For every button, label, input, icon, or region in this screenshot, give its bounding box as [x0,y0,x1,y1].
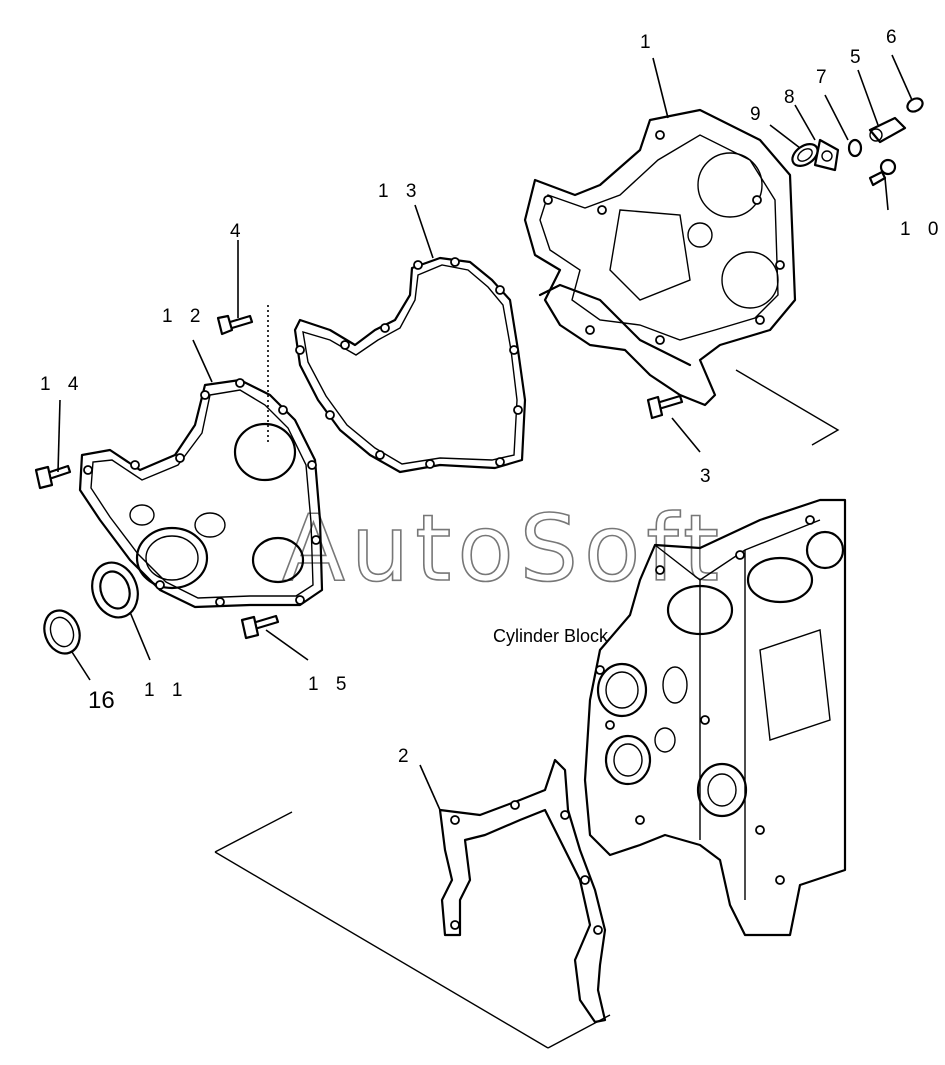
callout-10: 1 0 [900,219,944,240]
cylinder-block [583,498,847,937]
cylinder-block-label: Cylinder Block [493,626,609,646]
leader-lines [57,54,913,811]
front-cover [78,378,324,609]
callout-4: 4 [230,221,247,242]
small-fittings [791,97,924,187]
watermark-text: AutoSoft [282,495,725,602]
gasket-lower [438,758,607,1024]
callout-11: 1 1 [144,680,188,701]
bolts [34,314,684,640]
callout-1: 1 [640,32,657,53]
oil-seals [43,561,139,655]
callout-9: 9 [750,104,767,125]
callout-7: 7 [816,67,833,88]
callout-numbers: 1 2 3 4 5 6 7 8 9 1 0 1 1 1 2 1 3 1 4 1 … [40,27,944,767]
callout-5: 5 [850,47,867,68]
gasket-large [293,256,527,474]
base-plane-lines [214,369,840,1049]
gear-housing [523,108,797,407]
callout-12: 1 2 [162,306,206,327]
callout-2: 2 [398,746,415,767]
callout-13: 1 3 [378,181,422,202]
callout-3: 3 [700,466,717,487]
callout-6: 6 [886,27,903,48]
callout-14: 1 4 [40,374,84,395]
callout-15: 1 5 [308,674,352,695]
callout-16: 16 [88,687,115,714]
callout-8: 8 [784,87,801,108]
